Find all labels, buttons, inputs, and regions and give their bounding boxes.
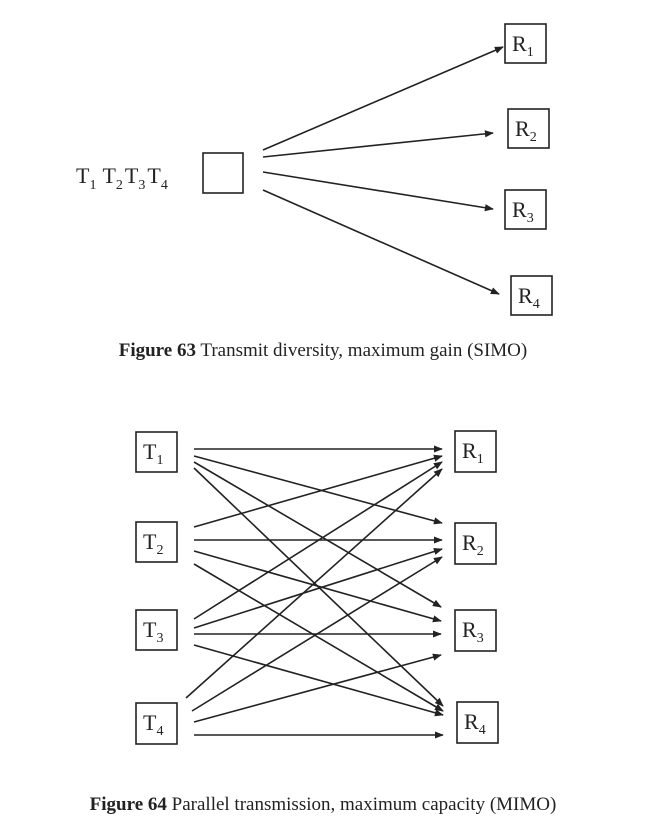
transmitter-t2: T2	[135, 521, 178, 563]
receiver-r4: R4	[510, 275, 553, 316]
mimo-link-t4-r2	[191, 556, 443, 712]
figure-64: T1 T2 T3 T4 R1 R2 R3 R4	[90, 430, 557, 815]
simo-link-r1	[262, 46, 504, 151]
simo-link-r4	[262, 189, 500, 295]
svg-text:R1: R1	[462, 438, 484, 467]
receiver-r3: R3	[454, 609, 497, 652]
transmitter-box	[202, 152, 244, 194]
svg-text:T3: T3	[143, 617, 163, 646]
transmitter-t1: T1	[135, 431, 178, 473]
simo-link-r2	[262, 130, 494, 158]
mimo-link-t4-r3	[193, 653, 442, 723]
svg-text:R2: R2	[515, 116, 537, 145]
receiver-r2: R2	[507, 108, 550, 149]
svg-text:R1: R1	[512, 31, 534, 60]
figure-64-caption: Figure 64 Parallel transmission, maximum…	[90, 794, 557, 815]
simo-link-r3	[262, 171, 494, 212]
receiver-r1: R1	[504, 23, 547, 64]
mimo-link-t2-r3	[193, 550, 442, 623]
mimo-link-t2-r4	[193, 563, 444, 712]
svg-text:R3: R3	[512, 197, 534, 226]
transmitter-t3: T3	[135, 609, 178, 651]
svg-text:R2: R2	[462, 530, 484, 559]
svg-text:R4: R4	[464, 709, 486, 738]
svg-text:T4: T4	[143, 710, 163, 739]
mimo-link-t1-r2	[193, 455, 443, 525]
receiver-r4: R4	[456, 701, 499, 744]
svg-text:R4: R4	[518, 283, 540, 312]
mimo-link-t3-r2	[193, 548, 443, 629]
receiver-r2: R2	[454, 522, 497, 565]
receiver-r3: R3	[504, 189, 547, 230]
svg-text:T2: T2	[143, 529, 163, 558]
mimo-link-t3-r1	[193, 461, 443, 620]
figure-63-caption: Figure 63 Transmit diversity, maximum ga…	[119, 340, 528, 361]
mimo-link-t4-r1	[185, 468, 443, 699]
mimo-link-t3-r4	[193, 644, 444, 717]
svg-text:T1: T1	[143, 439, 163, 468]
mimo-link-t2-r1	[193, 454, 443, 528]
transmitter-t4: T4	[135, 702, 178, 745]
receiver-r1: R1	[454, 430, 497, 473]
svg-text:R3: R3	[462, 617, 484, 646]
